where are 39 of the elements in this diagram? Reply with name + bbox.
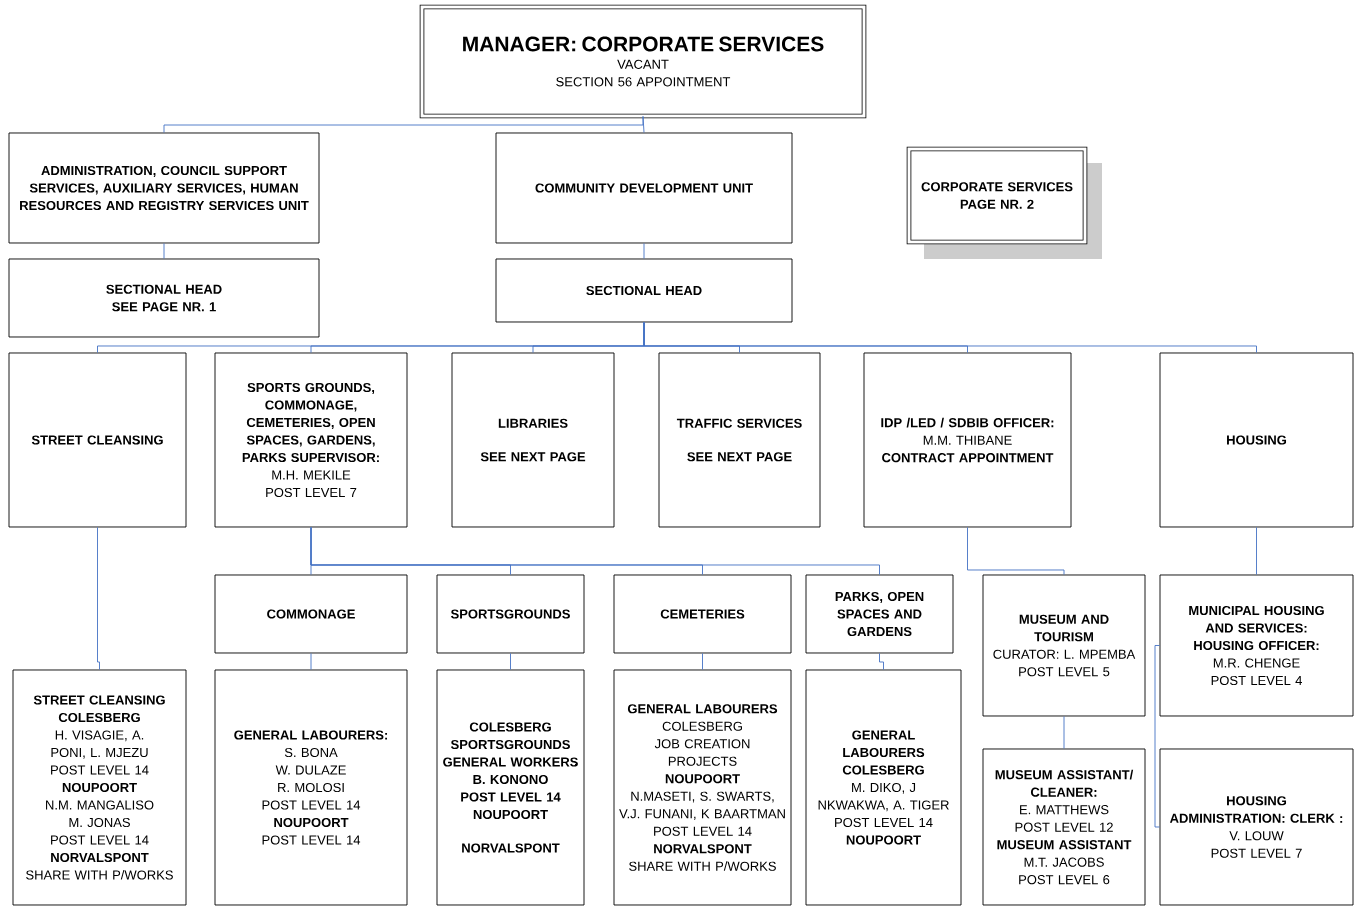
org-box: SECTIONAL HEAD SEE PAGE NR. 1 [8, 258, 320, 338]
org-box: COMMUNITY DEVELOPMENT UNIT [495, 132, 793, 244]
org-box: TRAFFIC SERVICES SEE NEXT PAGE [658, 352, 821, 528]
org-box: STREET CLEANSING [8, 352, 187, 528]
org-box: PARKS, OPEN SPACES AND GARDENS [805, 574, 954, 654]
connector-line [310, 527, 880, 575]
connector-line [510, 653, 511, 670]
connector-line [163, 243, 165, 259]
connector-line [643, 322, 1257, 353]
page-reference-box: CORPORATE SERVICES PAGE NR. 2 [906, 146, 1102, 259]
org-box: HOUSING ADMINISTRATION: CLERK : V. LOUW POST LEVEL 7 [1159, 748, 1354, 906]
org-box: GENERAL LABOURERS COLESBERG JOB CREATION PROJECTS NOUPOORT N.MASETI, S. SWARTS, V.J. FUNANI, K BAARTMAN POST LEVEL 14 NORVALSPONT SHARE WITH P/WORKS [613, 669, 792, 906]
org-box: LIBRARIES SEE NEXT PAGE [451, 352, 615, 528]
connector-line [643, 243, 645, 259]
connector-line [1063, 716, 1065, 749]
org-box: MUSEUM ASSISTANT/ CLEANER: E. MATTHEWS POST LEVEL 12 MUSEUM ASSISTANT M.T. JACOBS POST LEVEL 6 [982, 748, 1146, 906]
org-box: SPORTSGROUNDS [436, 574, 585, 654]
org-box: CEMETERIES [613, 574, 792, 654]
connector-line [702, 653, 703, 670]
connector-line [97, 527, 100, 670]
org-box: IDP /LED / SDBIB OFFICER: M.M. THIBANE CONTRACT APPOINTMENT [863, 352, 1072, 528]
org-box: MUSEUM AND TOURISM CURATOR: L. MPEMBA POST LEVEL 5 [982, 574, 1146, 717]
org-box: ADMINISTRATION, COUNCIL SUPPORT SERVICES, AUXILIARY SERVICES, HUMAN RESOURCES AND REGISTRY SERVICES UNIT [8, 132, 320, 244]
connector-line [879, 653, 884, 670]
connector-line [642, 115, 645, 133]
connector-line [310, 653, 312, 670]
connector-line [1256, 527, 1257, 575]
connector-line [1154, 645, 1160, 828]
org-box: MANAGER: CORPORATE SERVICES VACANT SECTION 56 APPOINTMENT [419, 4, 867, 119]
org-box: SECTIONAL HEAD [495, 258, 793, 323]
org-box: STREET CLEANSING COLESBERG H. VISAGIE, A. PONI, L. MJEZU POST LEVEL 14 NOUPOORT N.M. MANGALISO M. JONAS POST LEVEL 14 NORVALSPONT SHARE WITH P/WORKS [12, 669, 187, 906]
org-box: COMMONAGE [214, 574, 408, 654]
org-box: SPORTS GROUNDS, COMMONAGE, CEMETERIES, OPEN SPACES, GARDENS, PARKS SUPERVISOR: M.H. MEKILE POST LEVEL 7 [214, 352, 408, 528]
org-box: HOUSING [1159, 352, 1354, 528]
org-box: GENERAL LABOURERS COLESBERG M. DIKO, J NKWAKWA, A. TIGER POST LEVEL 14 NOUPOORT [805, 669, 962, 906]
connector-line [967, 527, 1065, 575]
org-box: COLESBERG SPORTSGROUNDS GENERAL WORKERS B. KONONO POST LEVEL 14 NOUPOORT NORVALSPONT [436, 669, 585, 906]
org-box: GENERAL LABOURERS: S. BONA W. DULAZE R. MOLOSI POST LEVEL 14 NOUPOORT POST LEVEL 14 [214, 669, 408, 906]
org-box: MUNICIPAL HOUSING AND SERVICES: HOUSING OFFICER: M.R. CHENGE POST LEVEL 4 [1159, 574, 1354, 717]
